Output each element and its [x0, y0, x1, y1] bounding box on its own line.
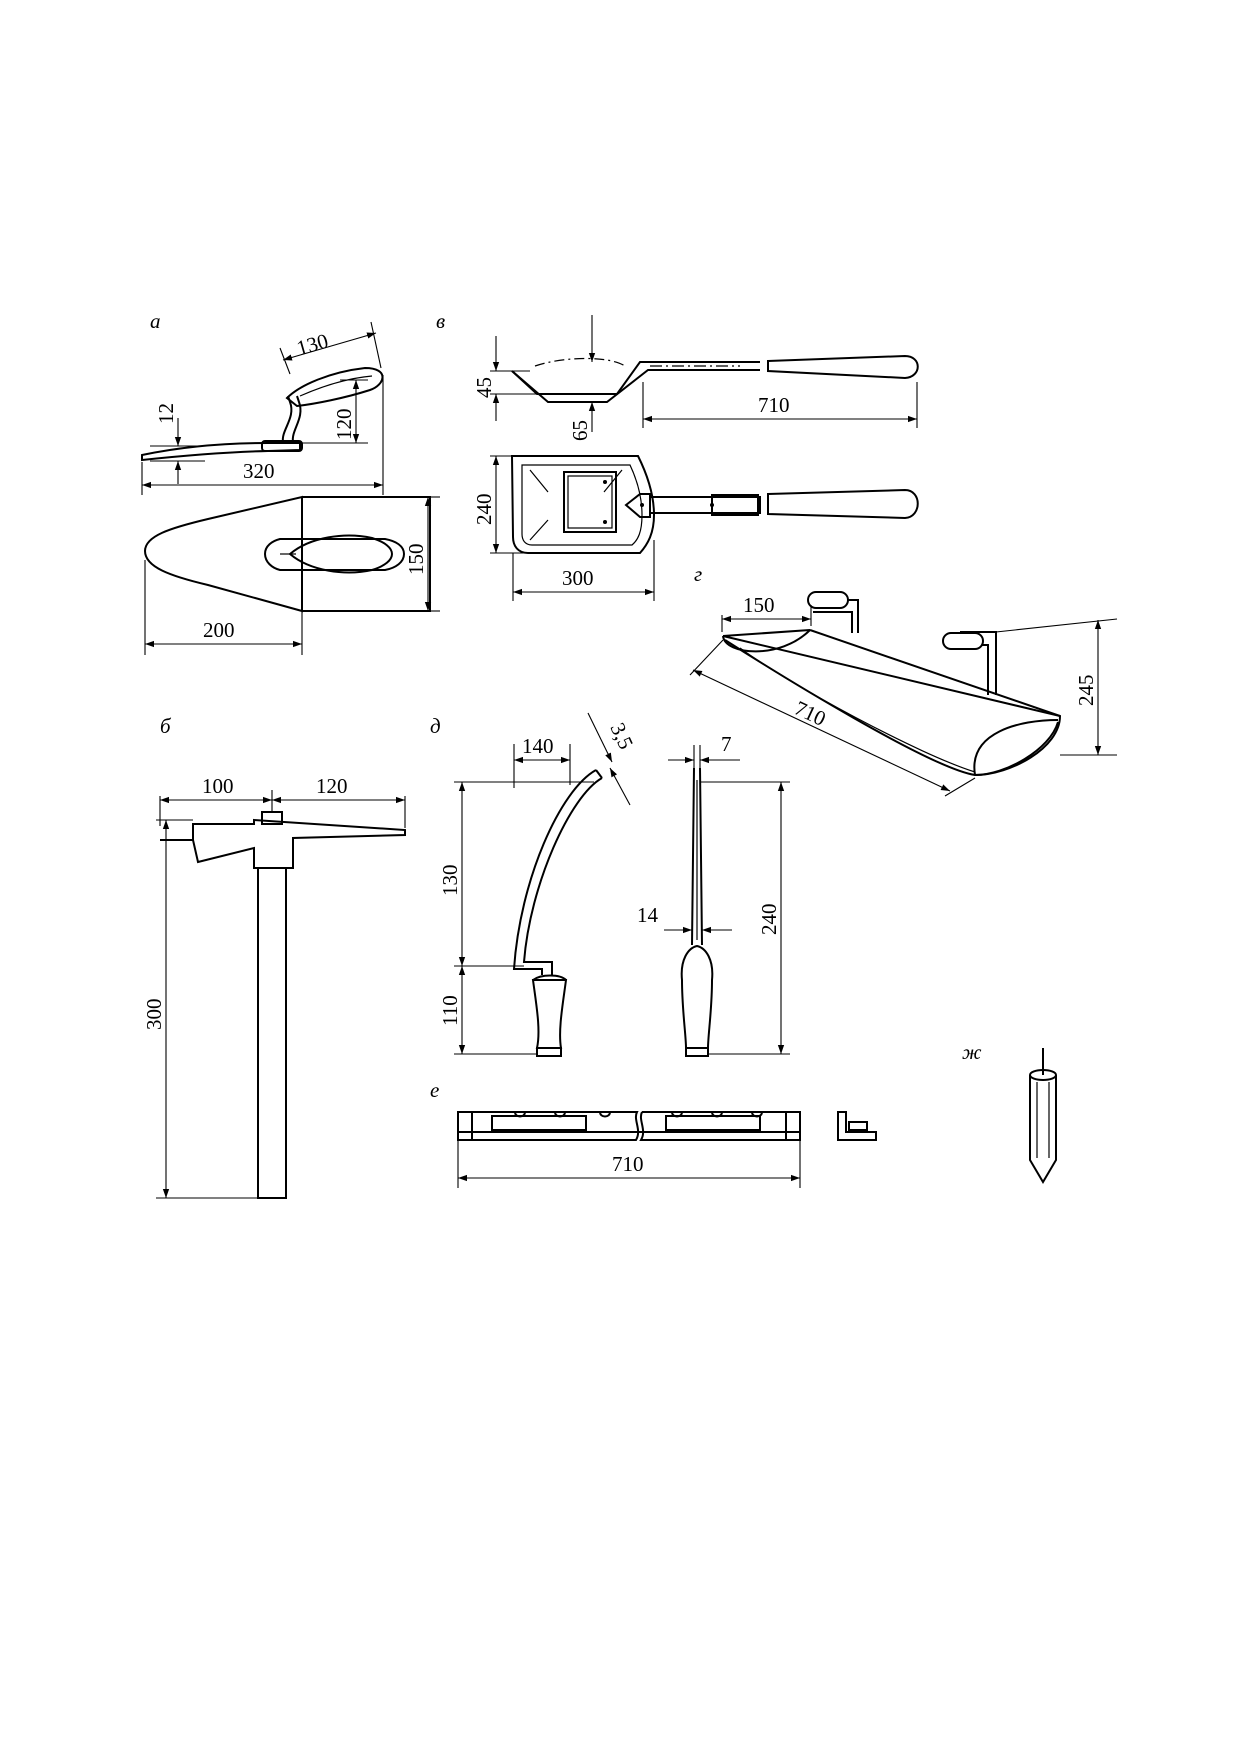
panel-label-v: в	[436, 309, 445, 333]
panel-e-rule: е 710	[430, 1078, 877, 1188]
dim-245-trough: 245	[1074, 675, 1098, 707]
panel-zh-plumb-bob: ж	[962, 1040, 1057, 1184]
dim-130-jointer: 130	[438, 865, 462, 897]
dim-7: 7	[721, 732, 732, 756]
panel-label-d: д	[430, 714, 441, 738]
dim-100: 100	[202, 774, 234, 798]
panel-v-shovel: в 45 65 710	[436, 309, 919, 601]
dim-240-shovel: 240	[472, 494, 496, 526]
dim-14: 14	[637, 903, 659, 927]
panel-label-zh: ж	[962, 1040, 982, 1064]
panel-label-e: е	[430, 1078, 439, 1102]
dim-130: 130	[294, 329, 331, 361]
shovel-top-view: 240 300	[472, 455, 919, 601]
trowel-side-view: 130 12 120 320	[141, 321, 384, 495]
trowel-top-view: 150 200	[143, 495, 440, 655]
panel-label-g: г	[694, 562, 702, 586]
dim-120-hammer: 120	[316, 774, 348, 798]
dim-65: 65	[568, 420, 592, 441]
panel-label-a: а	[150, 309, 161, 333]
dim-12: 12	[154, 403, 178, 424]
dim-710-rule: 710	[612, 1152, 644, 1176]
dim-300-shovel: 300	[562, 566, 594, 590]
dim-120: 120	[332, 409, 356, 441]
dim-110: 110	[438, 995, 462, 1026]
panel-g-trough: г 150 710 245	[689, 562, 1118, 797]
dim-710-shovel: 710	[758, 393, 790, 417]
dim-150-trough: 150	[743, 593, 775, 617]
dim-320: 320	[243, 459, 275, 483]
dim-200: 200	[203, 618, 235, 642]
panel-label-b: б	[160, 714, 172, 738]
dim-300-hammer: 300	[142, 999, 166, 1031]
dim-3-5: 3,5	[605, 719, 638, 753]
panel-b-hammer: б 100 120 300	[142, 714, 406, 1199]
dim-45: 45	[472, 377, 496, 398]
dim-140: 140	[522, 734, 554, 758]
panel-a-trowel: а 130 12 120	[141, 309, 440, 655]
dim-150: 150	[404, 544, 428, 576]
shovel-side-view: 45 65 710	[472, 315, 919, 441]
panel-d-jointer: д 140 3,5 7 130 110	[430, 712, 790, 1057]
dim-240-jointer: 240	[757, 904, 781, 936]
